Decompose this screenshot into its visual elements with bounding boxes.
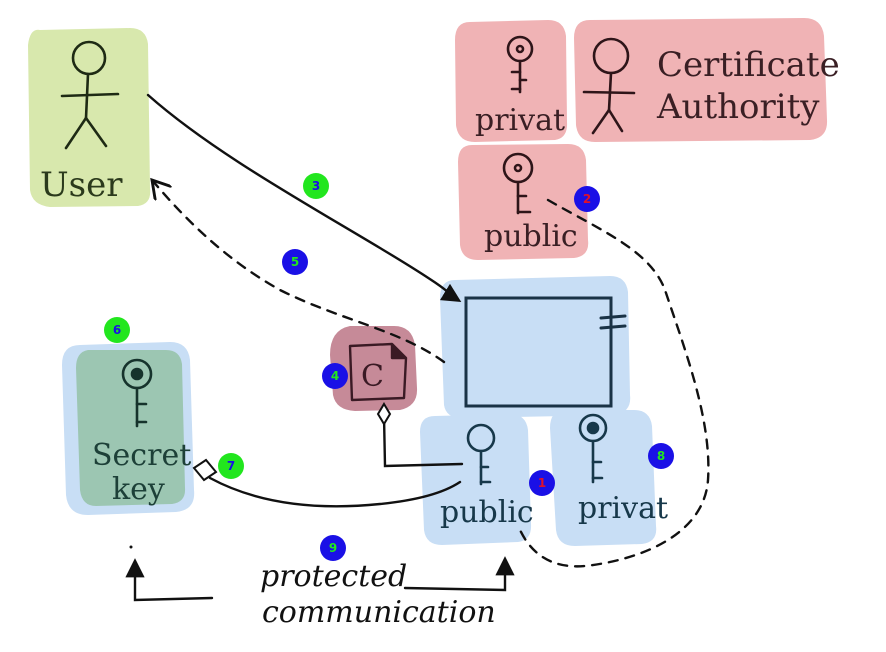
secret-key-label-line2: key: [112, 472, 165, 507]
step-badge-9: 9: [320, 535, 346, 561]
svg-text:6: 6: [113, 323, 121, 337]
step-badge-5: 5: [282, 249, 308, 275]
server-public-key-label: public: [440, 495, 534, 530]
svg-text:4: 4: [331, 369, 339, 383]
secret-diamond-icon: [192, 458, 218, 482]
certificate-diamond-icon: [376, 402, 392, 426]
ca-stick-figure-icon: [582, 37, 636, 135]
ca-background: [574, 18, 828, 142]
step-badge-3: 3: [303, 173, 329, 199]
server-private-key-icon: [578, 413, 608, 484]
user-group: User: [28, 28, 151, 207]
server-public-key-group: public: [420, 414, 534, 545]
ca-title-line1: Certificate: [657, 45, 840, 85]
ca-public-key-icon: [502, 152, 534, 215]
server-background: [440, 276, 631, 418]
ca-private-key-group: privat: [455, 20, 568, 142]
certificate-group: C: [330, 326, 418, 411]
server-window-icon: [464, 296, 613, 408]
server-private-key-group: privat: [550, 410, 668, 546]
server-group: [440, 276, 631, 418]
protected-communication-line1: protected: [260, 559, 407, 594]
ca-private-key-icon: [506, 35, 534, 94]
secret-key-group: Secret key: [62, 342, 195, 515]
connector-secret-to-public-key: [208, 476, 462, 508]
dashed-ca-key-to-server: [518, 198, 710, 568]
step-badge-1: 1: [529, 470, 555, 496]
certificate-icon: [348, 342, 408, 402]
connector-certificate-to-public-key: [382, 414, 464, 468]
connectors: [125, 93, 710, 602]
step-badges: 1 2 3 4 5 6 7 8 9: [104, 173, 674, 561]
user-background: [28, 28, 151, 207]
ca-private-key-label: privat: [475, 103, 565, 138]
secret-key-background: [76, 350, 186, 506]
svg-text:5: 5: [291, 255, 299, 269]
user-label: User: [40, 165, 123, 205]
user-stick-figure-icon: [60, 40, 120, 150]
step-badge-7: 7: [218, 453, 244, 479]
protected-communication-right-arrow: [403, 556, 515, 592]
protected-communication-left-arrow: [125, 558, 214, 602]
ca-public-key-label: public: [484, 219, 578, 254]
protected-communication-line2: communication: [262, 595, 496, 630]
svg-text:7: 7: [227, 459, 235, 473]
arrow-user-to-server: [146, 93, 462, 303]
svg-text:1: 1: [538, 476, 546, 490]
ca-private-key-background: [455, 20, 568, 142]
ca-public-key-group: public: [458, 144, 589, 260]
server-public-key-background: [420, 414, 532, 545]
svg-text:2: 2: [583, 192, 591, 206]
svg-text:8: 8: [657, 449, 665, 463]
server-private-key-label: privat: [578, 491, 668, 526]
step-badge-2: 2: [574, 186, 600, 212]
step-badge-4: 4: [322, 363, 348, 389]
server-public-key-icon: [466, 423, 496, 486]
step-badge-6: 6: [104, 317, 130, 343]
certificate-glyph: C: [361, 359, 384, 394]
step-badge-8: 8: [648, 443, 674, 469]
ca-public-key-background: [458, 144, 589, 260]
svg-text:3: 3: [312, 179, 320, 193]
ca-title-line2: Authority: [656, 87, 820, 127]
ca-group: Certificate Authority: [574, 18, 840, 142]
secret-key-icon: [121, 358, 153, 428]
svg-text:9: 9: [329, 541, 337, 555]
arrow-server-to-user: [152, 180, 446, 364]
secret-key-label-line1: Secret: [92, 438, 191, 473]
